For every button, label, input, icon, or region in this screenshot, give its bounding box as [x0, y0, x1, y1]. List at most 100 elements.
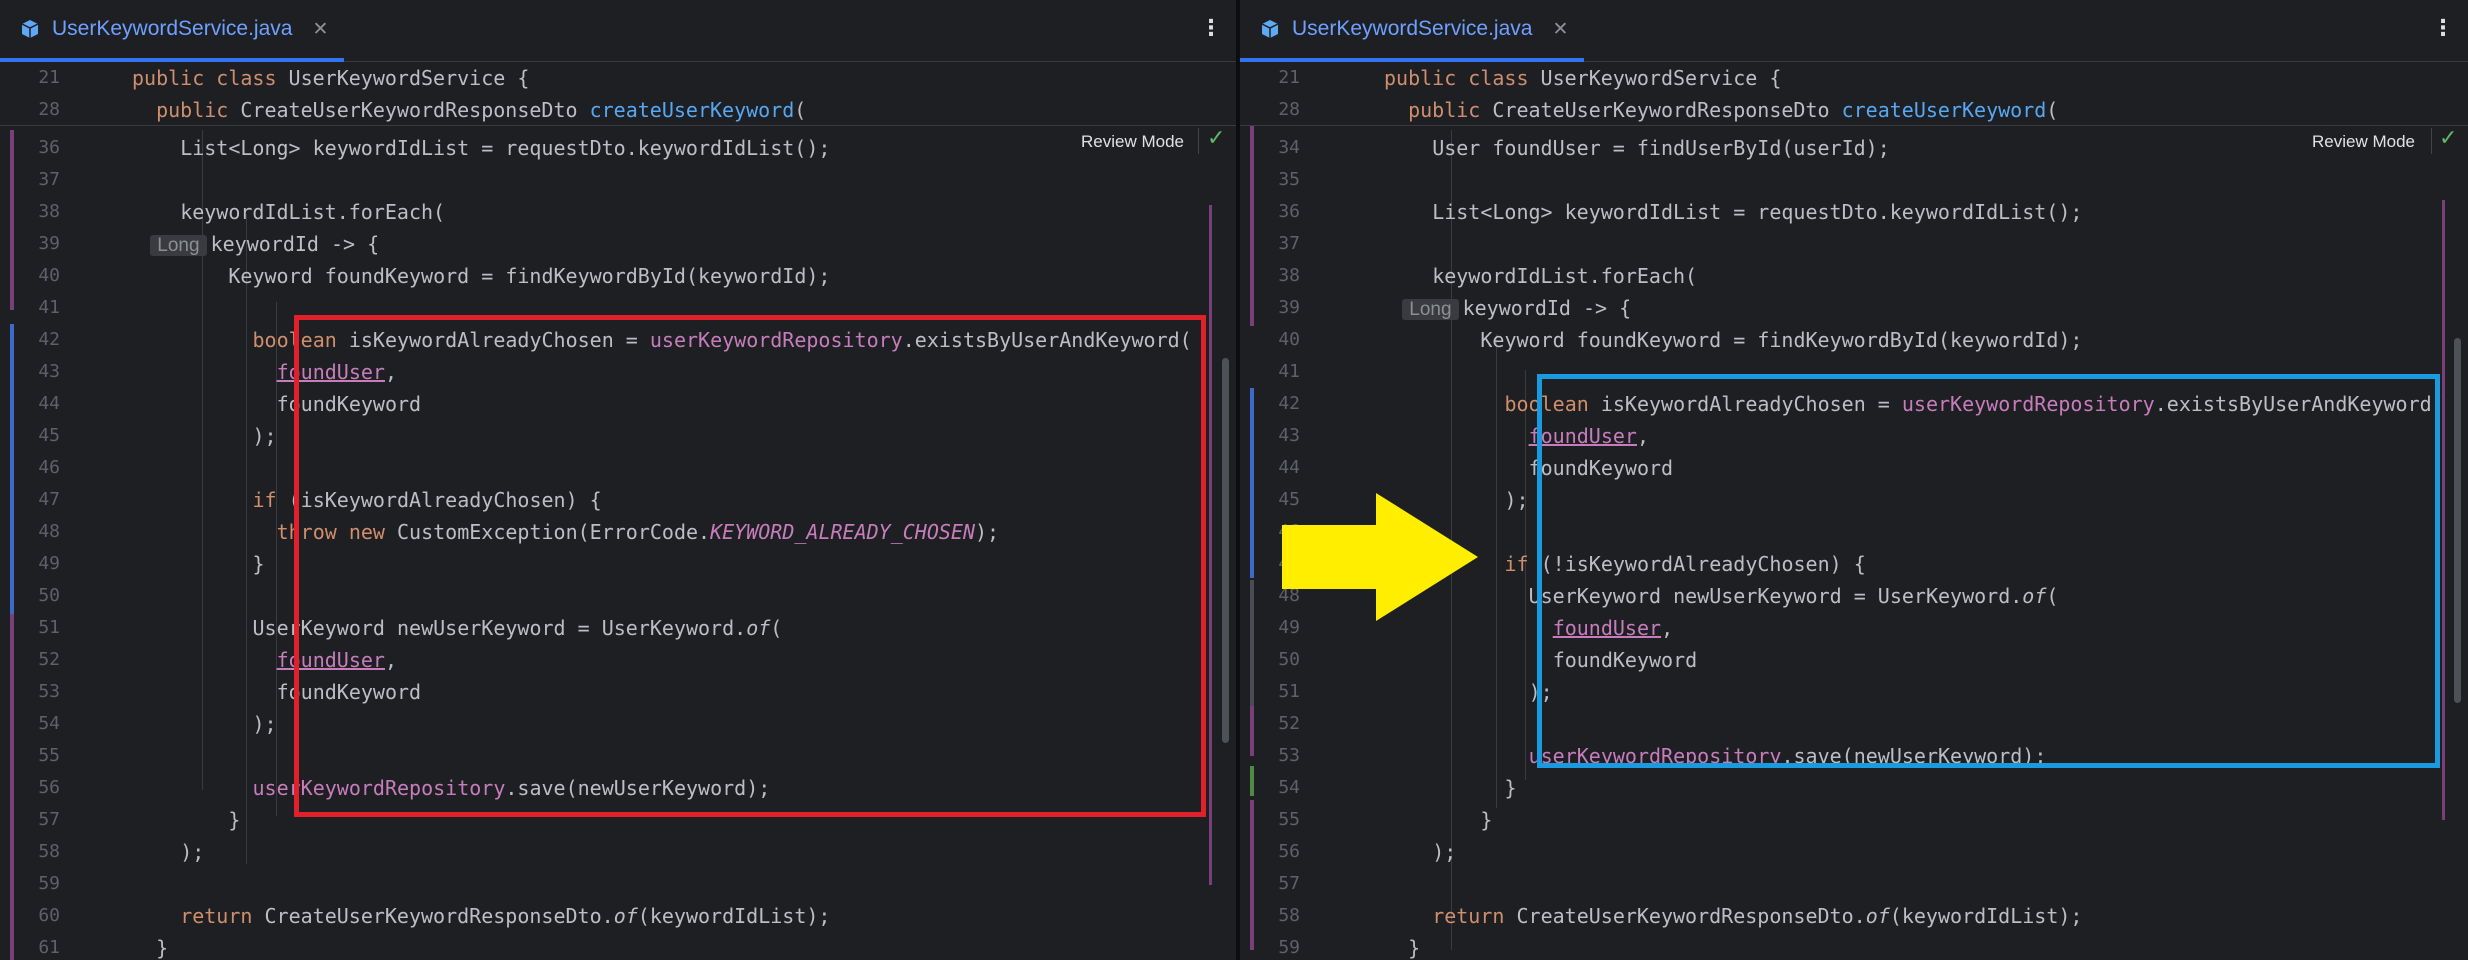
code-token: UserKeywordService {: [1540, 66, 1782, 90]
code-line[interactable]: 59}: [1240, 932, 2468, 960]
line-number: 51: [38, 617, 60, 638]
tab-userkeywordservice[interactable]: UserKeywordService.java ✕: [0, 0, 345, 62]
close-icon[interactable]: ✕: [1552, 18, 1569, 40]
scrollbar-thumb[interactable]: [1222, 358, 1229, 743]
code-line[interactable]: 58);: [0, 836, 1236, 868]
code-text: List<Long> keywordIdList = requestDto.ke…: [180, 132, 830, 164]
line-number: 56: [1278, 841, 1300, 862]
review-mode-label[interactable]: Review Mode: [1081, 132, 1184, 151]
code-line[interactable]: 41: [1240, 356, 2468, 388]
code-token: }: [1504, 776, 1517, 800]
code-line[interactable]: 54);: [0, 708, 1236, 740]
code-token: CreateUserKeywordResponseDto: [1492, 98, 1842, 122]
code-line[interactable]: 52: [1240, 708, 2468, 740]
vcs-change-marker[interactable]: [1250, 706, 1254, 756]
code-line[interactable]: 37: [0, 164, 1236, 196]
vcs-change-marker[interactable]: [1250, 800, 1254, 950]
code-line[interactable]: 46: [0, 452, 1236, 484]
code-line[interactable]: 45);: [1240, 484, 2468, 516]
code-token: (: [794, 98, 807, 122]
kebab-menu-icon[interactable]: ⋮: [1200, 16, 1222, 41]
code-line[interactable]: 41: [0, 292, 1236, 324]
code-line[interactable]: 49}: [0, 548, 1236, 580]
code-line[interactable]: 50: [0, 580, 1236, 612]
close-icon[interactable]: ✕: [312, 18, 329, 40]
vcs-change-marker[interactable]: [10, 614, 14, 960]
error-stripe-marker[interactable]: [2442, 200, 2445, 820]
error-stripe-marker[interactable]: [1209, 205, 1212, 885]
line-number: 48: [1278, 585, 1300, 606]
indent-guide: [1496, 334, 1497, 808]
code-line[interactable]: 45);: [0, 420, 1236, 452]
kebab-menu-icon[interactable]: ⋮: [2432, 16, 2454, 41]
code-token: List<Long> keywordIdList = requestDto.ke…: [180, 136, 831, 160]
line-number: 28: [38, 99, 60, 120]
vcs-change-marker[interactable]: [1250, 766, 1254, 796]
code-token: public class: [132, 66, 289, 90]
code-text: );: [180, 836, 204, 868]
code-line[interactable]: 57: [1240, 868, 2468, 900]
code-text: );: [1505, 484, 1529, 516]
code-line[interactable]: 61}: [0, 932, 1236, 960]
vcs-change-marker[interactable]: [1250, 126, 1254, 326]
code-token: public class: [1384, 66, 1541, 90]
code-line[interactable]: 55: [0, 740, 1236, 772]
separator: [2431, 128, 2432, 154]
code-text: }: [1408, 932, 1420, 960]
checkmark-icon[interactable]: ✓: [1207, 126, 1226, 151]
scrollbar-thumb[interactable]: [2454, 338, 2461, 703]
code-line[interactable]: 57}: [0, 804, 1236, 836]
tab-userkeywordservice[interactable]: UserKeywordService.java ✕: [1240, 0, 1585, 62]
vcs-change-marker[interactable]: [1250, 388, 1254, 578]
code-line[interactable]: 35: [1240, 164, 2468, 196]
checkmark-icon[interactable]: ✓: [2439, 126, 2458, 151]
line-number: 47: [38, 489, 60, 510]
code-token: );: [1504, 488, 1529, 512]
vcs-change-marker[interactable]: [1250, 580, 1254, 710]
pane-divider: [1236, 0, 1240, 960]
code-line[interactable]: 59: [0, 868, 1236, 900]
vcs-change-marker[interactable]: [10, 130, 14, 310]
review-mode-label[interactable]: Review Mode: [2312, 132, 2415, 151]
code-line[interactable]: 54}: [1240, 772, 2468, 804]
line-number: 40: [38, 265, 60, 286]
line-number: 58: [38, 841, 60, 862]
line-number: 54: [1278, 777, 1300, 798]
vcs-change-marker[interactable]: [10, 324, 14, 614]
code-text: );: [1432, 836, 1456, 868]
code-line[interactable]: 37: [1240, 228, 2468, 260]
code-line[interactable]: 55}: [1240, 804, 2468, 836]
line-number: 58: [1278, 905, 1300, 926]
code-line[interactable]: 56);: [1240, 836, 2468, 868]
line-number: 60: [38, 905, 60, 926]
